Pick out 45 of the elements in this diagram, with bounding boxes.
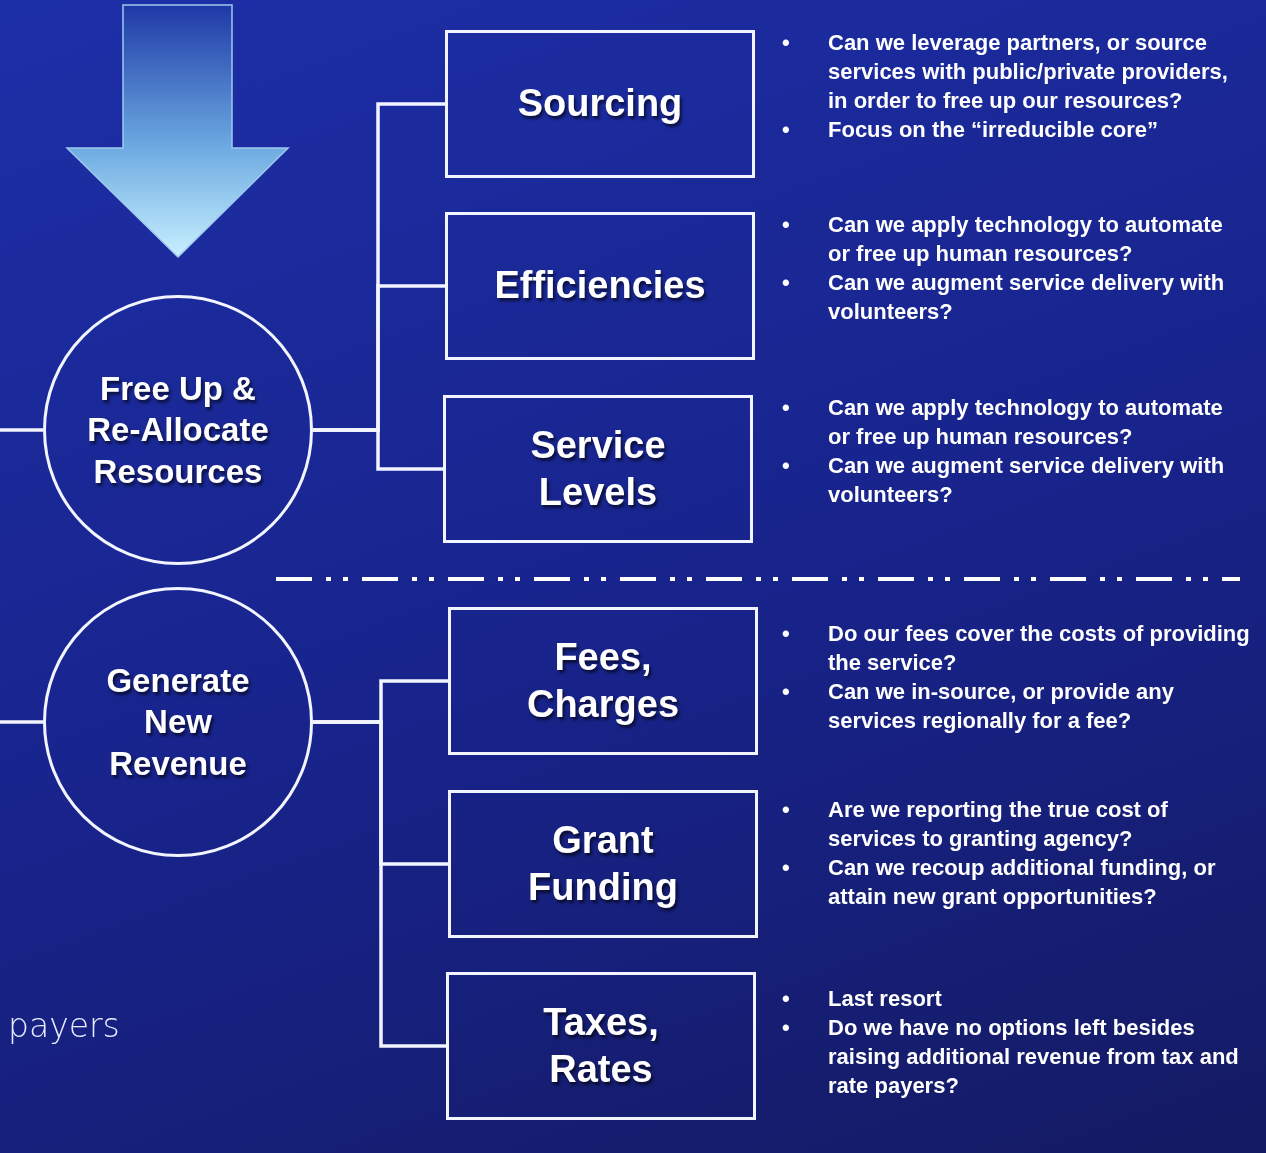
bullet-mark: • <box>782 394 790 422</box>
bullet-text: Do we have no options left besides raising additional revenue from tax and rate payers? <box>828 1014 1240 1100</box>
bullet-mark: • <box>782 116 790 144</box>
process-box <box>443 395 753 543</box>
bullet-mark: • <box>782 29 790 57</box>
bullet-mark: • <box>782 269 790 297</box>
node-label: Generate New Revenue <box>105 661 251 784</box>
process-box <box>446 972 756 1120</box>
bullet-text: Can we in-source, or provide any services regionally for a fee? <box>828 678 1175 735</box>
node-label: Efficiencies <box>494 263 706 309</box>
bullet-text: Last resort <box>828 985 943 1013</box>
bullet-text: Do our fees cover the costs of providing the service? <box>828 620 1250 677</box>
bullet-mark: • <box>782 620 790 648</box>
bullet-text: Can we augment service delivery with volunteers? <box>828 452 1226 509</box>
connector-line <box>313 428 443 471</box>
connector-line <box>0 720 43 724</box>
process-box <box>445 30 755 178</box>
bullet-mark: • <box>782 854 790 882</box>
node-label: Taxes, Rates <box>542 999 660 1092</box>
circle-node <box>43 587 313 857</box>
connector-line <box>0 428 43 432</box>
bullet-text: Can we apply technology to automate or free up human resources? <box>828 211 1224 268</box>
bullet-mark: • <box>782 985 790 1013</box>
process-box <box>445 212 755 360</box>
note-text: payers <box>8 1006 120 1045</box>
bullet-text: Are we reporting the true cost of services to granting agency? <box>828 796 1169 853</box>
connector-line <box>313 720 446 1048</box>
circle-node <box>43 295 313 565</box>
bullet-text: Can we recoup additional funding, or attain new grant opportunities? <box>828 854 1217 911</box>
bullet-text: Can we augment service delivery with volunteers? <box>828 269 1226 326</box>
bullet-text: Focus on the “irreducible core” <box>828 116 1160 144</box>
node-label: Sourcing <box>517 81 683 127</box>
process-box <box>448 790 758 938</box>
node-label: Fees, Charges <box>525 634 681 727</box>
bullet-mark: • <box>782 452 790 480</box>
node-label: Free Up & Re-Allocate Resources <box>86 369 270 492</box>
bullet-text: Can we leverage partners, or source services with public/private providers, in order to free up our resources? <box>828 29 1229 115</box>
bullet-mark: • <box>782 211 790 239</box>
bullet-mark: • <box>782 678 790 706</box>
bullet-mark: • <box>782 1014 790 1042</box>
process-box <box>448 607 758 755</box>
bullet-text: Can we apply technology to automate or free up human resources? <box>828 394 1224 451</box>
node-label: Grant Funding <box>527 817 679 910</box>
node-label: Service Levels <box>529 422 667 515</box>
bullet-mark: • <box>782 796 790 824</box>
